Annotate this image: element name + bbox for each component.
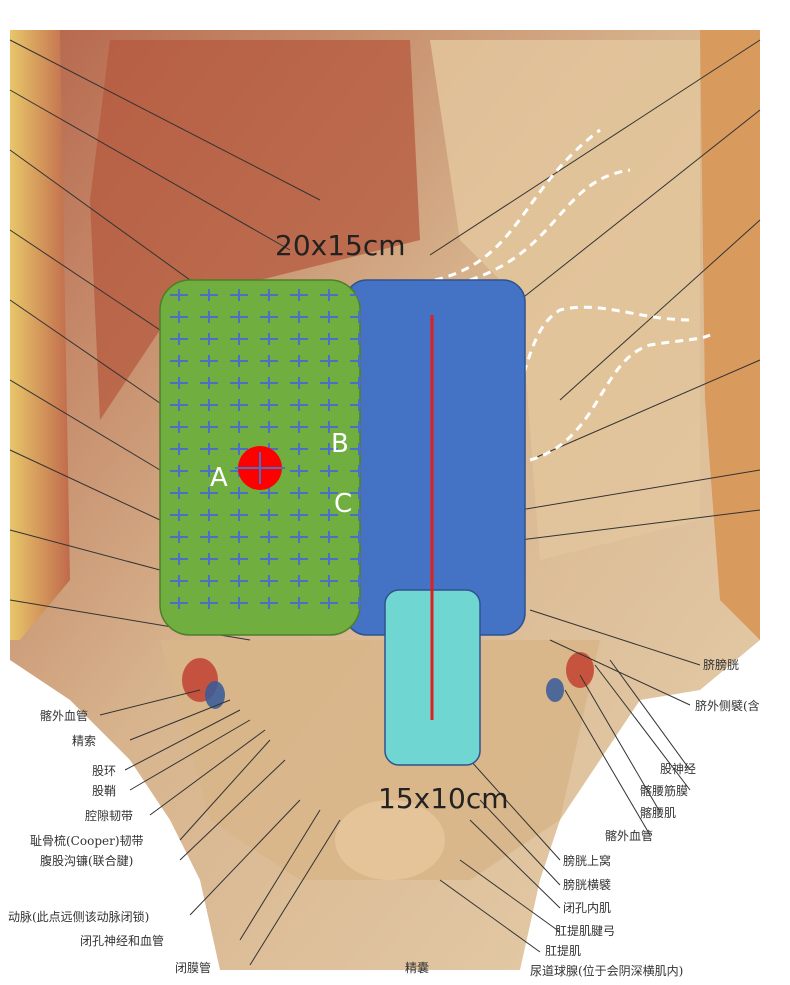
mesh-grid-marks [170, 289, 368, 609]
label-levator-arch: 肛提肌腱弓 [555, 923, 615, 938]
label-iliopsoas: 髂腰肌 [640, 805, 676, 820]
label-spermatic-cord: 精索 [72, 734, 96, 748]
label-obturator-nerve: 闭孔神经和血管 [80, 933, 164, 948]
label-femoral-ring: 股环 [92, 764, 116, 778]
anatomy-labels-left: 髂外血管 精索 股环 股鞘 腔隙韧带 耻骨梳(Cooper)韧带 腹股沟镰(联合… [8, 708, 211, 975]
fold-line-4 [529, 333, 711, 462]
pelvic-floor [160, 640, 600, 880]
label-femoral-sheath: 股鞘 [92, 784, 116, 798]
point-b-label: B [331, 429, 349, 459]
label-seminal-vesicle: 精囊 [405, 960, 429, 975]
point-a-label: A [210, 463, 228, 493]
label-supravesical-fossa: 膀胱上窝 [563, 853, 611, 868]
label-artery-obliterated: 动脉(此点远侧该动脉闭锁) [8, 909, 149, 924]
fold-line-1 [434, 128, 601, 282]
label-femoral-nerve: 股神经 [660, 762, 696, 776]
label-obturator-internus: 闭孔内肌 [563, 901, 611, 915]
label-lacunar-ligament: 腔隙韧带 [85, 808, 133, 823]
label-levator-ani: 肛提肌 [545, 943, 581, 958]
right-body-wall [700, 30, 760, 640]
large-mesh-size-label: 20x15cm [275, 229, 406, 262]
label-iliopsoas-fascia: 髂腰筋膜 [640, 783, 688, 798]
label-transverse-vesical-fold: 膀胱横襞 [563, 877, 611, 892]
anatomy-labels-right: 脐膀胱 脐外侧襞(含 股神经 髂腰筋膜 髂腰肌 髂外血管 膀胱上窝 膀胱横襞 闭… [405, 657, 760, 978]
bladder-neck [335, 800, 445, 880]
left-iliac-vein [205, 681, 225, 709]
peritoneum-right [430, 40, 700, 560]
label-obturator-canal: 闭膜管 [175, 960, 211, 975]
label-external-iliac-left: 髂外血管 [40, 708, 88, 723]
blue-mesh-rect [344, 279, 526, 636]
label-bulbourethral-gland: 尿道球腺(位于会阴深横肌内) [530, 963, 683, 978]
label-conjoint-tendon: 腹股沟镰(联合腱) [40, 853, 133, 868]
label-external-iliac-right: 髂外血管 [605, 828, 653, 843]
right-iliac-vessels [566, 652, 594, 688]
right-iliac-vein [546, 678, 564, 702]
small-mesh-size-label: 15x10cm [378, 782, 509, 815]
label-lateral-umbilical-fold: 脐外侧襞(含 [695, 698, 760, 713]
label-umbilical-bladder: 脐膀胱 [703, 657, 739, 672]
point-c-label: C [334, 489, 352, 519]
fold-line-2 [469, 168, 631, 282]
label-cooper-ligament: 耻骨梳(Cooper)韧带 [30, 833, 144, 848]
